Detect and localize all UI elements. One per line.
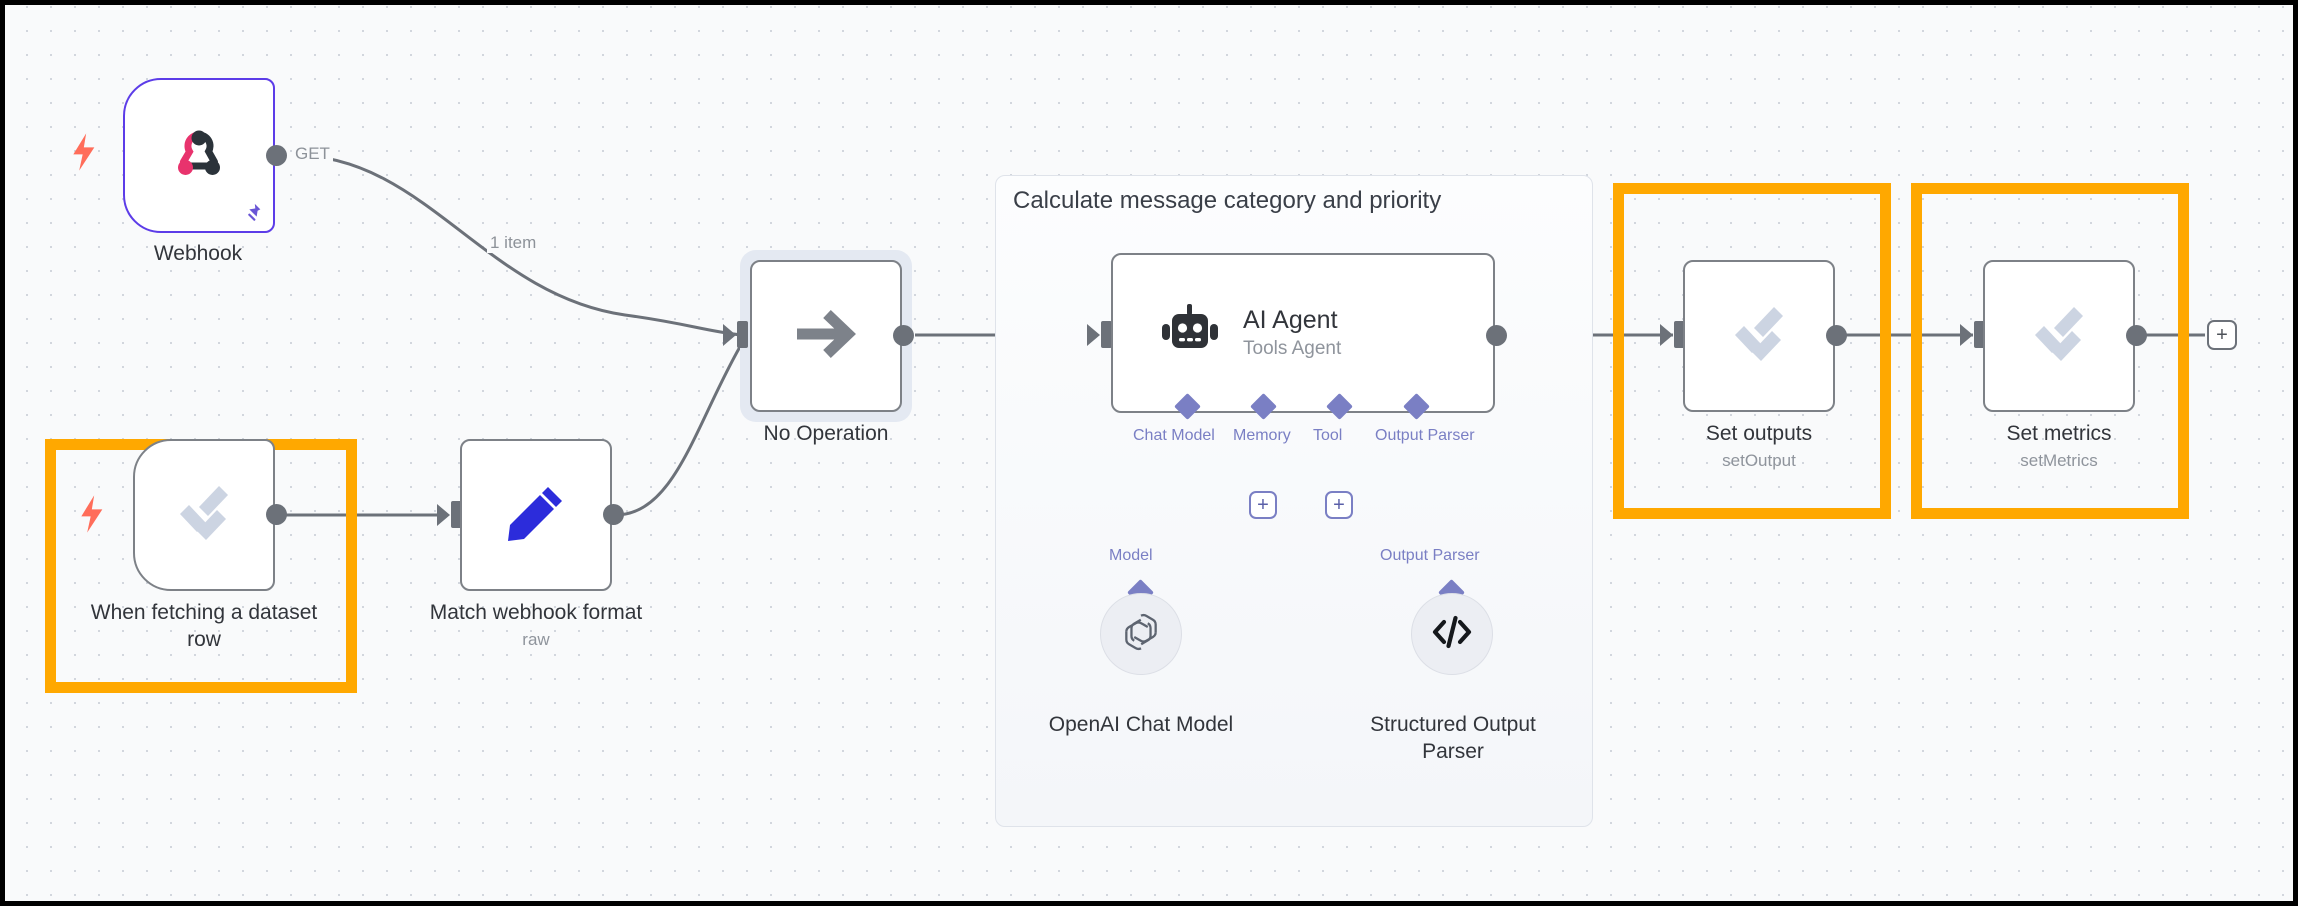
pin-icon[interactable] xyxy=(242,202,264,228)
connector-label-model: Model xyxy=(1109,547,1153,564)
arrow-right-icon xyxy=(791,306,861,367)
node-sublabel-match-webhook-format: raw xyxy=(522,630,550,649)
input-stub-set-outputs[interactable] xyxy=(1674,321,1685,348)
node-label-no-operation: No Operation xyxy=(763,422,889,445)
subnode-label-openai-chat-model: OpenAI Chat Model xyxy=(1048,713,1234,736)
node-label-ai-agent: AI Agent xyxy=(1243,306,1338,334)
evaluation-check-icon xyxy=(2024,304,2094,369)
edge-label-get: GET xyxy=(292,144,333,164)
subnode-structured-output-parser[interactable] xyxy=(1411,593,1493,675)
input-stub-match-webhook-format[interactable] xyxy=(451,501,462,528)
workflow-canvas[interactable]: Calculate message category and priority xyxy=(5,5,2293,901)
robot-icon xyxy=(1161,302,1219,365)
code-brackets-icon xyxy=(1430,612,1474,657)
highlight-box-set-outputs xyxy=(1613,183,1891,519)
node-label-set-metrics: Set metrics xyxy=(2006,422,2112,445)
trigger-bolt-icon-webhook xyxy=(71,133,99,177)
connector-label-chat-model: Chat Model xyxy=(1133,427,1215,444)
output-dot-set-outputs[interactable] xyxy=(1826,325,1847,346)
edge-label-1-item: 1 item xyxy=(487,233,540,253)
node-label-match-webhook-format: Match webhook format xyxy=(429,601,643,624)
evaluation-check-icon xyxy=(169,483,239,548)
input-stub-no-operation[interactable] xyxy=(737,321,748,348)
webhook-icon xyxy=(167,121,231,190)
node-ai-agent[interactable]: AI Agent Tools Agent xyxy=(1111,253,1495,413)
subnode-openai-chat-model[interactable] xyxy=(1100,593,1182,675)
output-dot-no-operation[interactable] xyxy=(893,325,914,346)
output-dot-webhook[interactable] xyxy=(266,145,287,166)
add-node-button[interactable]: + xyxy=(2207,320,2237,350)
node-sublabel-ai-agent: Tools Agent xyxy=(1243,338,1342,359)
node-label-when-fetching-a-dataset-row: When fetching a dataset row xyxy=(90,601,318,651)
add-tool-button[interactable]: + xyxy=(1325,491,1353,519)
output-dot-when-fetching[interactable] xyxy=(266,504,287,525)
node-label-webhook: Webhook xyxy=(153,242,243,265)
connector-label-tool: Tool xyxy=(1313,427,1343,444)
node-no-operation[interactable] xyxy=(750,260,902,412)
evaluation-check-icon xyxy=(1724,304,1794,369)
trigger-bolt-icon-when-fetching xyxy=(79,495,107,539)
add-memory-button[interactable]: + xyxy=(1249,491,1277,519)
input-arrow-set-outputs xyxy=(1660,324,1673,346)
node-set-outputs[interactable] xyxy=(1683,260,1835,412)
input-arrow-no-operation xyxy=(723,324,736,346)
node-label-set-outputs: Set outputs xyxy=(1705,422,1813,445)
connector-label-memory: Memory xyxy=(1233,427,1291,444)
sticky-note-title: Calculate message category and priority xyxy=(1013,187,1442,214)
node-webhook[interactable] xyxy=(123,78,275,233)
output-dot-ai-agent[interactable] xyxy=(1486,325,1507,346)
highlight-box-set-metrics xyxy=(1911,183,2189,519)
input-arrow-ai-agent xyxy=(1087,324,1100,346)
node-match-webhook-format[interactable] xyxy=(460,439,612,591)
openai-icon xyxy=(1119,610,1163,659)
node-when-fetching-a-dataset-row[interactable] xyxy=(133,439,275,591)
pencil-icon xyxy=(504,481,568,550)
input-arrow-set-metrics xyxy=(1960,324,1973,346)
connector-label-output-parser-sub: Output Parser xyxy=(1380,547,1480,564)
output-dot-set-metrics[interactable] xyxy=(2126,325,2147,346)
output-dot-match-webhook-format[interactable] xyxy=(603,504,624,525)
input-stub-set-metrics[interactable] xyxy=(1974,321,1985,348)
node-set-metrics[interactable] xyxy=(1983,260,2135,412)
node-sublabel-set-metrics: setMetrics xyxy=(2020,451,2098,470)
subnode-label-structured-output-parser: Structured Output Parser xyxy=(1370,713,1536,763)
node-sublabel-set-outputs: setOutput xyxy=(1722,451,1796,470)
connector-label-output-parser: Output Parser xyxy=(1375,427,1475,444)
input-stub-ai-agent[interactable] xyxy=(1101,321,1112,348)
input-arrow-match-webhook-format xyxy=(437,504,450,526)
